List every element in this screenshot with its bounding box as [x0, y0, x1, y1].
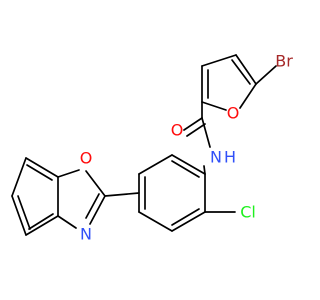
atom-n-oxazole: N: [80, 225, 92, 244]
bond-n-aryl: [203, 165, 206, 175]
bond-carbonyl-n: [201, 117, 211, 148]
bond-ph-c5-c6: [138, 154, 173, 175]
bond-ph-c2-c3-double: [171, 208, 200, 226]
atom-br: Br: [275, 52, 293, 71]
bond-carbonyl-o-double: [186, 123, 206, 137]
bond-bz-c5-c4: [25, 215, 59, 236]
bond-ph-to-oxazole: [104, 192, 140, 197]
bond-bz-c7-c6: [11, 157, 27, 197]
bond-carbonyl-o: [183, 117, 203, 131]
molecule-structure: Br O O N H Cl O N: [11, 52, 293, 244]
bond-bz-c7a-c7: [25, 157, 59, 178]
atom-o-oxazole: O: [80, 149, 93, 168]
bond-o-oxazole-c7a: [57, 169, 80, 178]
bond-ph-c3-c4: [138, 211, 173, 232]
atom-o-carbonyl: O: [171, 121, 184, 140]
atom-n-amide: N: [210, 148, 222, 167]
bond-o-furan-c5: [239, 83, 257, 109]
bond-bz-c6-c5: [11, 195, 27, 236]
bond-c2-o-oxazole: [85, 170, 106, 197]
bond-n-oxazole-c3a: [57, 215, 77, 229]
bond-c5-br: [255, 65, 277, 85]
atom-cl: Cl: [240, 203, 256, 222]
atom-o-furan: O: [227, 104, 240, 123]
bond-c2-n-oxazole-double: [85, 193, 100, 219]
bond-c5-c4-double: [231, 59, 251, 85]
bond-c5-c4: [235, 54, 257, 85]
bond-c2-n-oxazole: [89, 195, 106, 225]
bond-ph-c6-c1: [171, 154, 206, 175]
bond-c2-o-furan: [201, 101, 227, 111]
bond-ph-c6-c1-double: [171, 160, 200, 178]
bond-bz-c6-c5-double: [17, 195, 31, 230]
bond-bz-c4-c3a-double: [28, 213, 54, 230]
bond-bz-c7a-c7-double: [26, 164, 53, 181]
atom-h-amide: H: [224, 148, 236, 167]
bond-c4-c3: [201, 54, 237, 67]
bond-ph-c2-c3: [171, 211, 206, 232]
